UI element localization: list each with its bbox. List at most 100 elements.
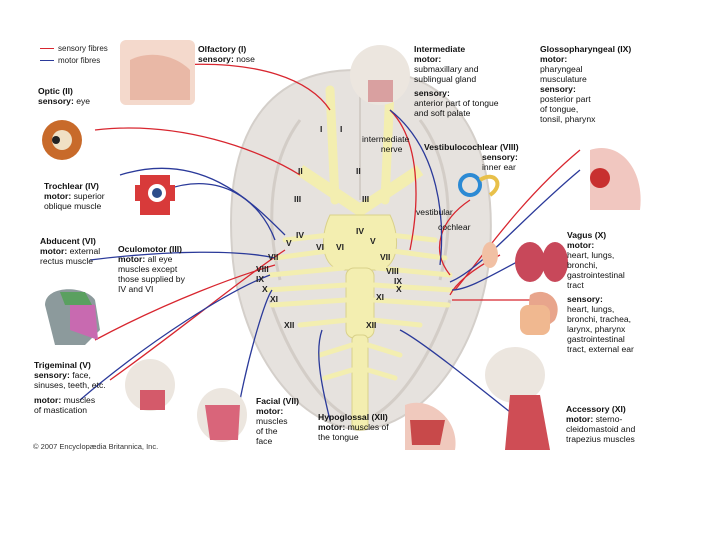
trochlear-eye-illustration bbox=[135, 175, 175, 215]
facial-motor-line1: muscles bbox=[256, 416, 288, 426]
glossopharyngeal-motor-label: motor: bbox=[540, 54, 568, 64]
intermediate-nerve-line1: intermediate bbox=[362, 134, 410, 144]
legend-motor-swatch bbox=[40, 60, 54, 62]
abducent-motor-line1: external bbox=[69, 246, 101, 256]
oculomotor-title: Oculomotor (III) bbox=[118, 244, 182, 254]
optic-label: Optic (II) sensory: eye bbox=[38, 86, 90, 106]
optic-eye-illustration bbox=[42, 120, 82, 160]
ear-illustration bbox=[482, 242, 498, 268]
oculomotor-motor-line1: all eye bbox=[147, 254, 173, 264]
numeral-VIII-right: VIII bbox=[386, 266, 399, 276]
oculomotor-motor-line3: those supplied by bbox=[118, 274, 185, 284]
vagus-sensory-label: sensory: bbox=[567, 294, 603, 304]
vestibulocochlear-sensory-label: sensory: bbox=[482, 152, 518, 162]
optic-chiasm bbox=[296, 165, 424, 216]
vagus-motor-label: motor: bbox=[567, 240, 595, 250]
numeral-V-left: V bbox=[286, 238, 292, 248]
glossopharyngeal-sensory-line3: tonsil, pharynx bbox=[540, 114, 596, 124]
numeral-V-right: V bbox=[370, 236, 376, 246]
vagus-sensory-line3: larynx, pharynx bbox=[567, 324, 626, 334]
olfactory-head-illustration bbox=[120, 40, 195, 105]
vagus-sensory-line4: gastrointestinal bbox=[567, 334, 625, 344]
optic-title: Optic (II) bbox=[38, 86, 73, 96]
numeral-X-left: X bbox=[262, 284, 268, 294]
accessory-motor-line2: cleidomastoid and bbox=[566, 424, 636, 434]
numeral-VI-right: VI bbox=[336, 242, 345, 252]
olfactory-sensory-label: sensory: bbox=[198, 54, 234, 64]
vagus-label: Vagus (X) motor: heart, lungs, bronchi, … bbox=[567, 230, 634, 354]
trigeminal-head-illustration bbox=[45, 289, 100, 345]
intermediate-nerve-line2: nerve bbox=[380, 144, 403, 154]
vestibular-label: vestibular bbox=[416, 207, 453, 217]
numeral-XII-left: XII bbox=[284, 320, 295, 330]
trigeminal-sensory-label: sensory: bbox=[34, 370, 70, 380]
intermediate-motor-line1: submaxillary and bbox=[414, 64, 479, 74]
vagus-organs-illustration bbox=[515, 242, 568, 335]
trochlear-title: Trochlear (IV) bbox=[44, 181, 99, 191]
intermediate-motor-label: motor: bbox=[414, 54, 442, 64]
facial-motor-label: motor: bbox=[256, 406, 284, 416]
abducent-label: Abducent (VI) motor: external rectus mus… bbox=[40, 236, 100, 266]
trochlear-motor-line1: superior bbox=[73, 191, 105, 201]
trigeminal-title: Trigeminal (V) bbox=[34, 360, 91, 370]
trigeminal-sensory-line1: face, bbox=[72, 370, 91, 380]
glossopharyngeal-motor-line2: musculature bbox=[540, 74, 587, 84]
hypoglossal-motor-label: motor: bbox=[318, 422, 346, 432]
hypoglossal-motor-line1: muscles of bbox=[347, 422, 389, 432]
numeral-II-right: II bbox=[356, 166, 361, 176]
olfactory-sensory-text: nose bbox=[236, 54, 255, 64]
numeral-VI-left: VI bbox=[316, 242, 325, 252]
abducent-motor-label: motor: bbox=[40, 246, 68, 256]
intermediate-title: Intermediate bbox=[414, 44, 466, 54]
optic-sensory-label: sensory: bbox=[38, 96, 74, 106]
numeral-III-right: III bbox=[362, 194, 370, 204]
numeral-XII-right: XII bbox=[366, 320, 377, 330]
glossopharyngeal-sensory-label: sensory: bbox=[540, 84, 576, 94]
vagus-sensory-line2: bronchi, trachea, bbox=[567, 314, 632, 324]
vagus-motor-line3: gastrointestinal bbox=[567, 270, 625, 280]
trigeminal-label: Trigeminal (V) sensory: face, sinuses, t… bbox=[34, 360, 106, 415]
facial-head-illustration bbox=[197, 388, 247, 442]
hypoglossal-title: Hypoglossal (XII) bbox=[318, 412, 388, 422]
vagus-sensory-line1: heart, lungs, bbox=[567, 304, 615, 314]
vagus-sensory-line5: tract, external ear bbox=[567, 344, 634, 354]
intermediate-skull-illustration bbox=[350, 45, 410, 105]
intermediate-sensory-label: sensory: bbox=[414, 88, 450, 98]
glossopharyngeal-sensory-line2: of tongue, bbox=[540, 104, 579, 114]
trochlear-motor-label: motor: bbox=[44, 191, 72, 201]
accessory-motor-line3: trapezius muscles bbox=[566, 434, 635, 444]
trochlear-label: Trochlear (IV) motor: superior oblique m… bbox=[44, 181, 105, 211]
glossopharyngeal-sensory-line1: posterior part bbox=[540, 94, 591, 104]
glossopharyngeal-label: Glossopharyngeal (IX) motor: pharyngeal … bbox=[540, 44, 631, 124]
hypoglossal-motor-line2: the tongue bbox=[318, 432, 359, 442]
vestibulocochlear-title: Vestibulocochlear (VIII) bbox=[424, 142, 519, 152]
vestibulocochlear-label: Vestibulocochlear (VIII) sensory: inner … bbox=[424, 142, 519, 172]
numeral-VIII-left: VIII bbox=[256, 264, 269, 274]
numeral-IV-right: IV bbox=[356, 226, 365, 236]
olfactory-tract-left bbox=[325, 85, 340, 205]
facial-title: Facial (VII) bbox=[256, 396, 299, 406]
cochlear-label: cochlear bbox=[438, 222, 471, 232]
intermediate-motor-line2: sublingual gland bbox=[414, 74, 477, 84]
numeral-I-right: I bbox=[340, 124, 343, 134]
legend-sensory-swatch bbox=[40, 48, 54, 50]
accessory-motor-label: motor: bbox=[566, 414, 594, 424]
brain-fold-right-2 bbox=[374, 299, 452, 417]
vagus-motor-line1: heart, lungs, bbox=[567, 250, 615, 260]
olfactory-title: Olfactory (I) bbox=[198, 44, 247, 54]
oculomotor-label: Oculomotor (III) motor: all eye muscles … bbox=[118, 244, 185, 294]
abducent-motor-line2: rectus muscle bbox=[40, 256, 94, 266]
optic-sensory-text: eye bbox=[76, 96, 91, 106]
oculomotor-motor-line2: muscles except bbox=[118, 264, 178, 274]
numeral-I-left: I bbox=[320, 124, 323, 134]
hypoglossal-head-illustration bbox=[405, 402, 456, 450]
accessory-motor-line1: sterno- bbox=[595, 414, 623, 424]
intermediate-nerve-label: intermediate nerve bbox=[362, 134, 409, 154]
trochlear-motor-line2: oblique muscle bbox=[44, 201, 102, 211]
facial-motor-line3: face bbox=[256, 436, 273, 446]
numeral-VII-right: VII bbox=[380, 252, 391, 262]
numeral-VII-left: VII bbox=[268, 252, 279, 262]
abducent-title: Abducent (VI) bbox=[40, 236, 96, 246]
vagus-title: Vagus (X) bbox=[567, 230, 607, 240]
